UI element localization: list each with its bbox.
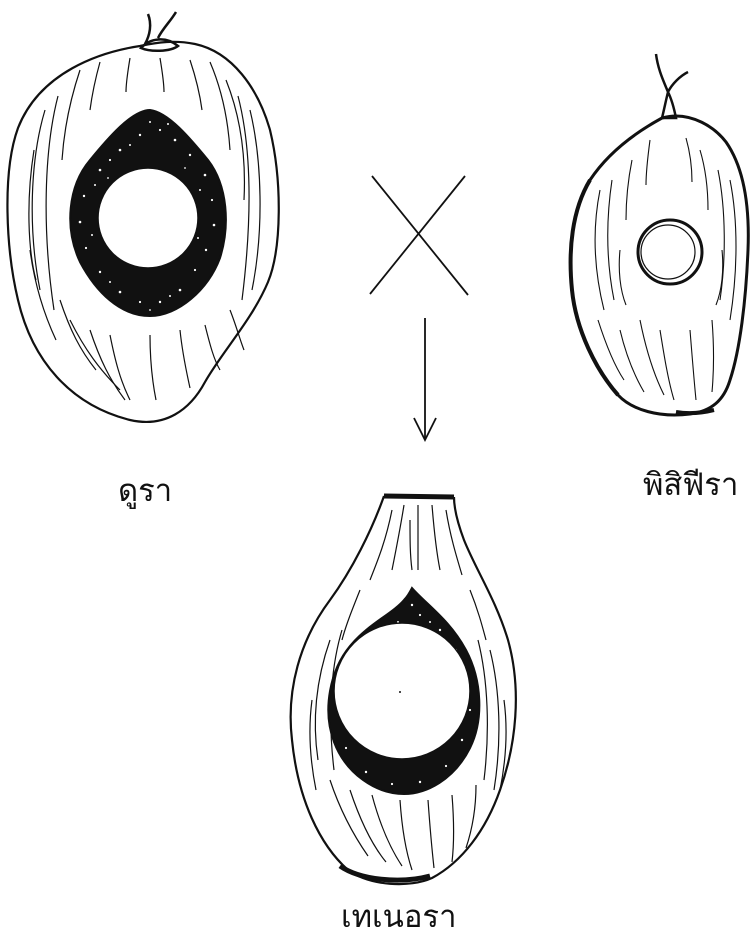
tenera-top-cap (384, 496, 454, 497)
label-tenera: เทเนอรา (341, 902, 457, 933)
tenera-fruit (291, 496, 516, 884)
label-dura: ดูรา (118, 476, 172, 507)
dura-kernel (98, 168, 198, 268)
cross-symbol-icon (370, 176, 468, 295)
tenera-kernel (334, 623, 470, 759)
arrow-down-icon (414, 318, 436, 440)
pisifera-stalk (656, 54, 688, 118)
dura-fruit (7, 12, 278, 422)
tenera-base (340, 866, 430, 880)
tenera-kernel-dot (399, 691, 401, 693)
pisifera-fruit (571, 54, 749, 415)
pisifera-base (676, 410, 714, 413)
label-pisifera: พิสิฟีรา (643, 470, 738, 501)
pisifera-kernel (641, 225, 695, 279)
